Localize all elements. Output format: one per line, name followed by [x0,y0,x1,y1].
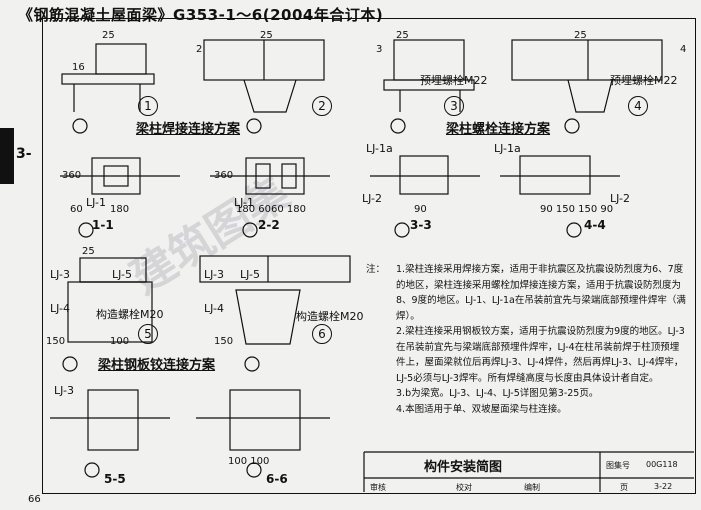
dim-25-2: 25 [260,30,273,41]
lj4-label-5: LJ-4 [50,302,70,315]
note-1: 1.梁柱连接采用焊接方案，适用于非抗震区及抗震设防烈度为6、7度的地区，梁柱连接… [396,264,686,322]
dim-150-a: 150 [46,336,66,347]
dim-360-a: 360 [62,170,82,181]
page-number: 66 [28,494,41,505]
dim-3: 3 [376,44,383,55]
section-4-4: 4-4 [584,218,606,232]
section-6-6: 6-6 [266,472,288,486]
check-label: 校对 [456,483,472,492]
bolt-label-4: 预埋螺栓M22 [610,74,678,87]
dim-100-100: 100 100 [228,456,270,467]
notes-block: 注： 1.梁柱连接采用焊接方案，适用于非抗震区及抗震设防烈度为6、7度的地区，梁… [366,262,686,417]
lj3-label-5: LJ-3 [50,268,70,281]
drawing-frame [42,18,696,494]
detail-3-marker: 3 [444,96,464,116]
dim-90: 90 [414,204,427,215]
lj5-label-5: LJ-5 [112,268,132,281]
detail-1-marker: 1 [138,96,158,116]
dim-25-1: 25 [102,30,115,41]
lj2-label-b: LJ-2 [610,192,630,205]
section-5-5: 5-5 [104,472,126,486]
note-2: 2.梁柱连接采用钢板铰方案，适用于抗震设防烈度为9度的地区。LJ-3在吊装前宜先… [396,326,685,384]
page-ref: 3-22 [654,482,673,491]
section-3-3: 3-3 [410,218,432,232]
dim-25-4: 25 [574,30,587,41]
detail-5-marker: 5 [138,324,158,344]
bolt-label-3: 预埋螺栓M22 [420,74,488,87]
atlas-label: 图集号 [606,461,630,470]
bolt-label-5: 构造螺栓M20 [96,308,164,321]
lj1a-label-b: LJ-1a [494,142,521,155]
section-title-weld: 梁柱焊接连接方案 [136,122,241,137]
detail-4-marker: 4 [628,96,648,116]
section-1-1: 1-1 [92,218,114,232]
section-title-bolt: 梁柱螺栓连接方案 [446,122,551,137]
dim-180: 180 [110,204,130,215]
lj3-label-6: LJ-3 [204,268,224,281]
section-2-2: 2-2 [258,218,280,232]
lj3-label-55: LJ-3 [54,384,74,397]
dim-2: 2 [196,44,203,55]
title-block: 构件安装简图 图集号 00G118 审核 校对 编制 页 3-22 [364,452,694,492]
dim-60: 60 [70,204,83,215]
section-title-plate: 梁柱钢板铰连接方案 [98,358,216,373]
dim-90-150: 90 150 150 90 [540,204,614,215]
lj1-label-b: LJ-1 [234,196,254,209]
lj1-label-a: LJ-1 [86,196,106,209]
dim-150-b: 150 [214,336,234,347]
dim-6060: 180 6060 180 [236,204,306,215]
dim-360-b: 360 [214,170,234,181]
lj4-label-6: LJ-4 [204,302,224,315]
draw-label: 编制 [524,483,540,492]
drawing-title: 构件安装简图 [424,460,503,475]
lj2-label-a: LJ-2 [362,192,382,205]
side-tab-marker [0,128,14,184]
dim-16: 16 [72,62,85,73]
detail-2-marker: 2 [312,96,332,116]
atlas-number: 00G118 [646,460,678,469]
lj1a-label-a: LJ-1a [366,142,393,155]
note-3: 3.b为梁宽。LJ-3、LJ-4、LJ-5详图见第3-25页。 [396,388,599,399]
dim-25-5: 25 [82,246,95,257]
review-label: 审核 [370,483,386,492]
page-label: 页 [620,483,628,492]
dim-25-3: 25 [396,30,409,41]
notes-heading: 注： [366,264,386,275]
dim-100: 100 [110,336,130,347]
bolt-label-6: 构造螺栓M20 [296,310,364,323]
side-tab-label: 3- [16,146,32,162]
dim-4: 4 [680,44,687,55]
lj5-label-6: LJ-5 [240,268,260,281]
note-4: 4.本图适用于单、双坡屋面梁与柱连接。 [396,403,567,415]
detail-6-marker: 6 [312,324,332,344]
page-header: 《钢筋混凝土屋面梁》G353-1～6(2004年合订本) [18,6,384,24]
